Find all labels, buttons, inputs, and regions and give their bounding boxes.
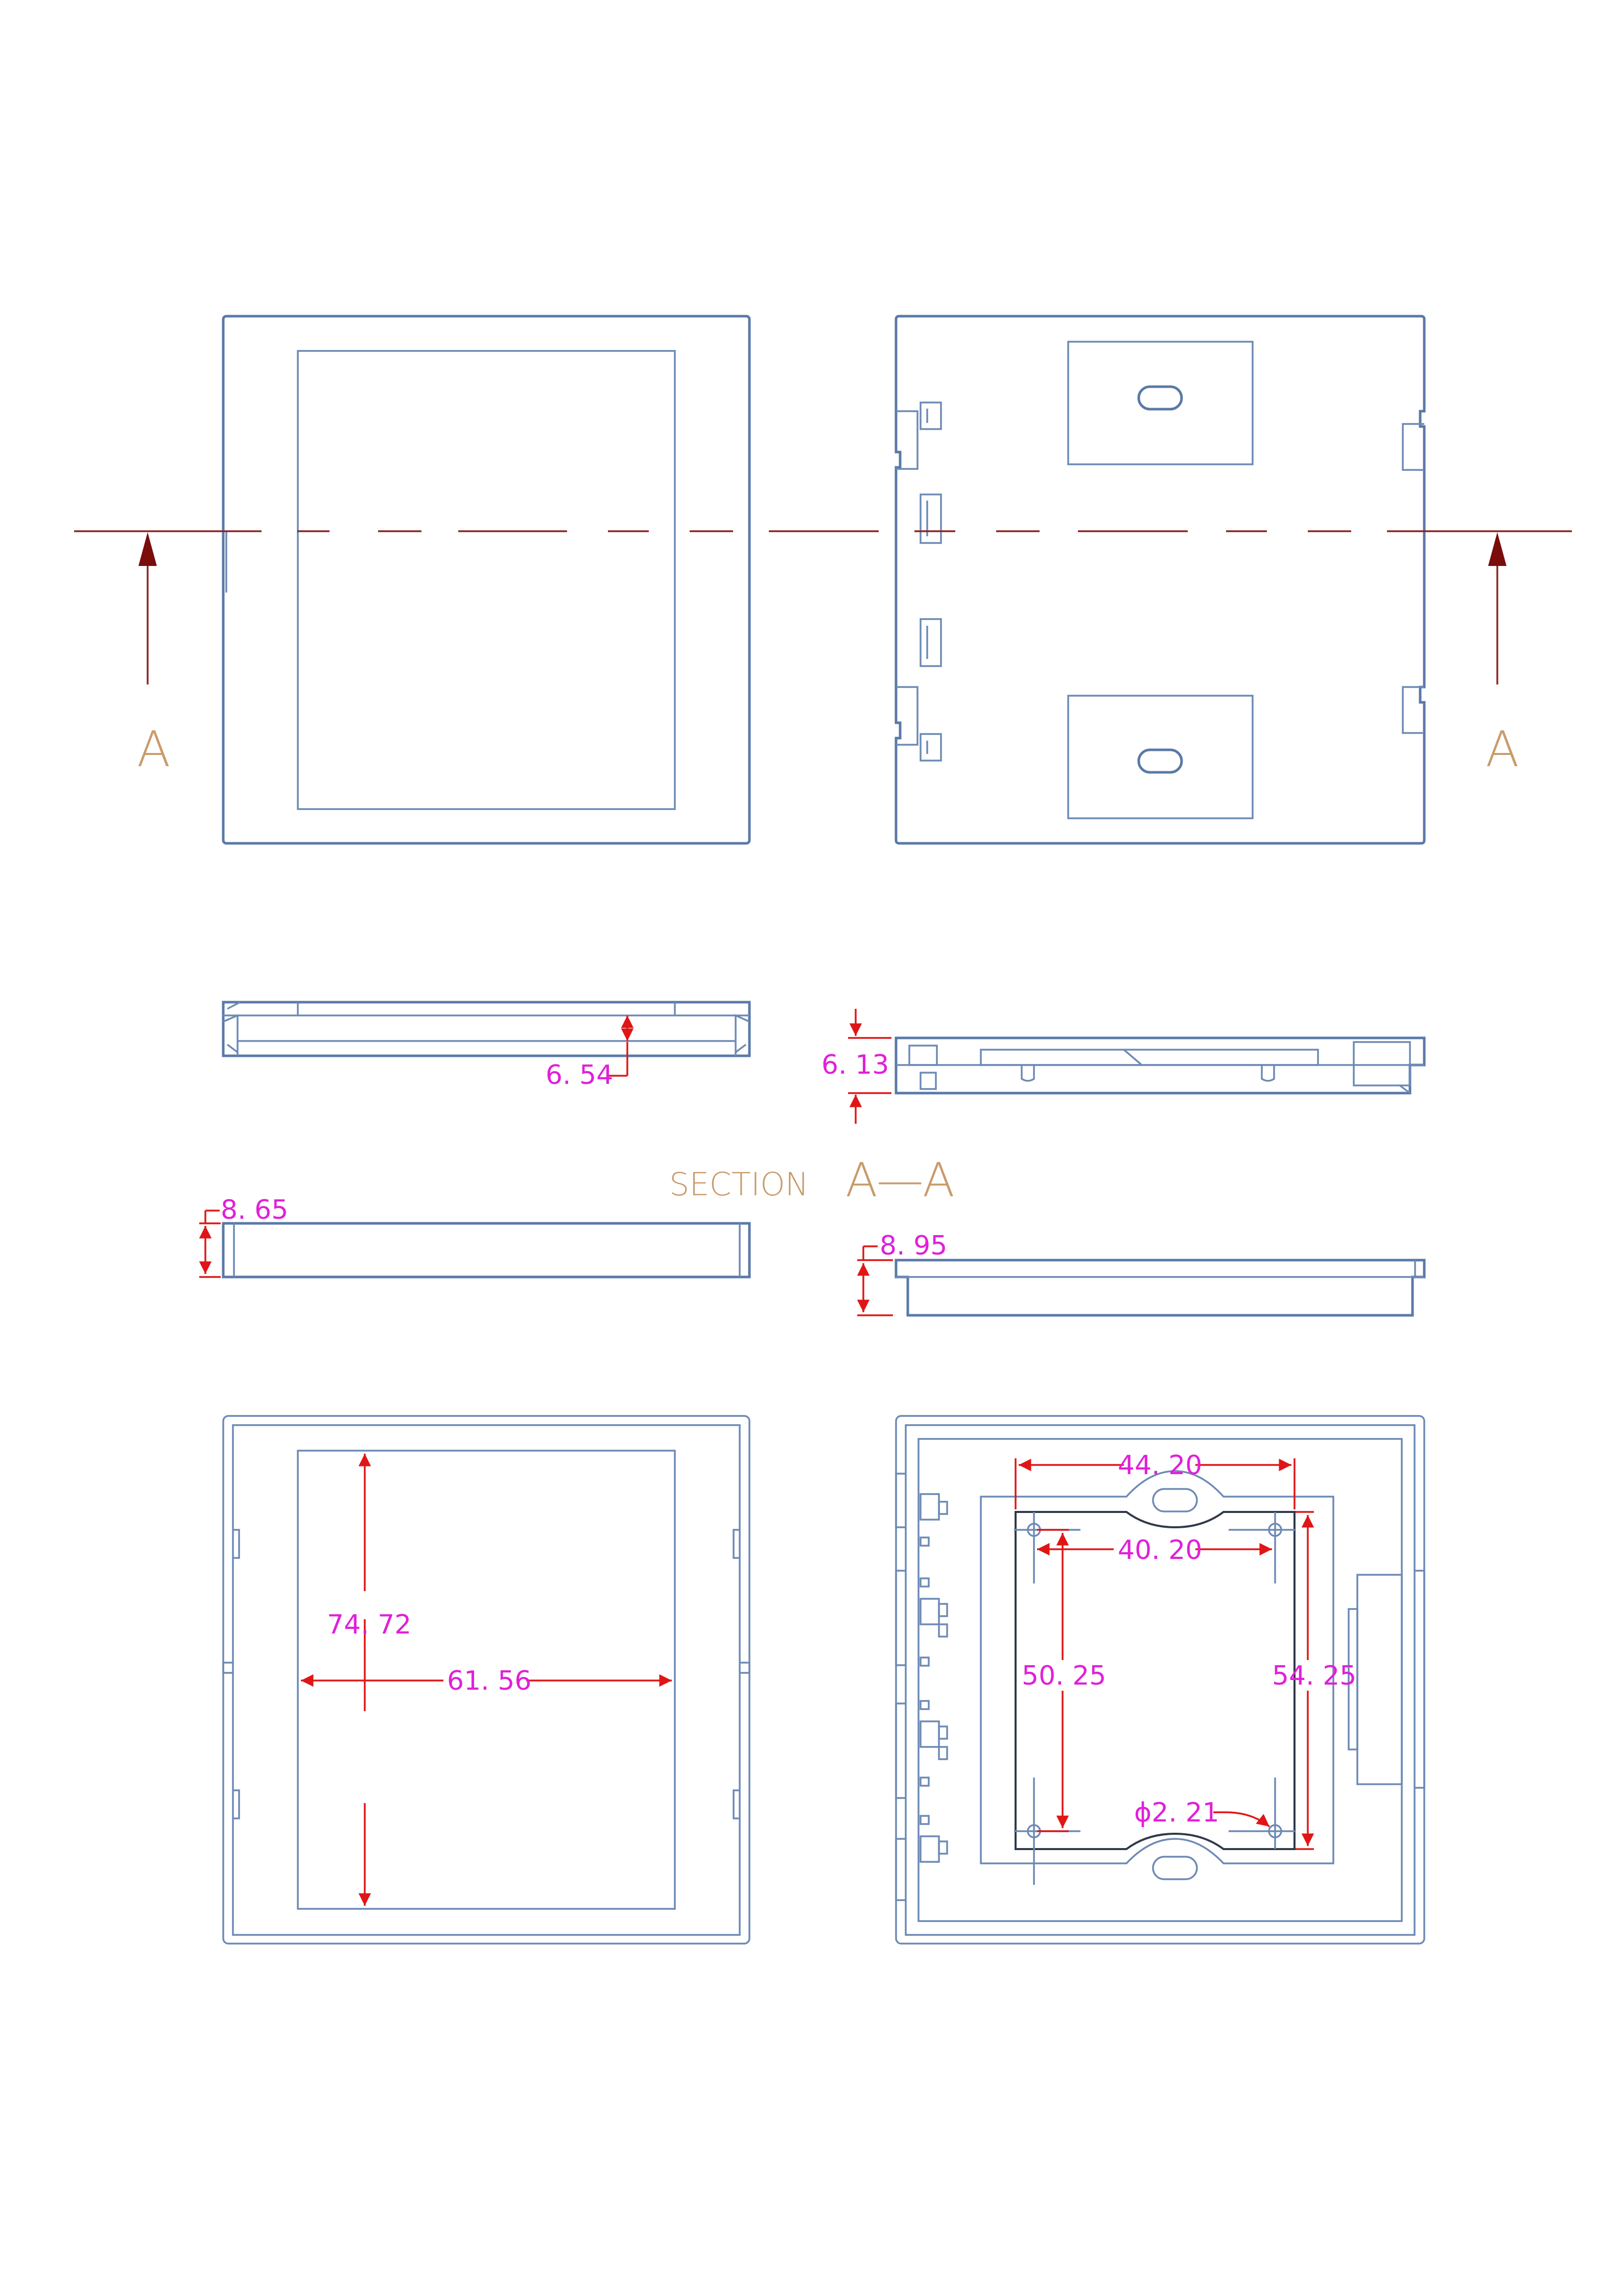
dimension-label-74-72: 74. 72 [327,1610,411,1640]
dimension-label-61-56: 61. 56 [447,1666,531,1696]
section-marker-left: A [137,721,171,778]
inner-view-right [895,1415,1425,1945]
dimension-50-25 [1037,1529,1069,1832]
section-title-suffix: A—A [845,1153,955,1208]
dimension-6-54 [609,1015,634,1077]
dimension-44-20 [1015,1458,1296,1509]
dimension-8-65 [199,1210,221,1278]
section-arrow-right [1488,532,1507,566]
dimension-label-44-20: 44. 20 [1118,1450,1202,1481]
side-view-right [895,1259,1426,1317]
inner-view-left [222,1415,750,1945]
dimension-hole-diameter [1213,1811,1270,1828]
section-marker-right: A [1486,721,1519,778]
dimension-label-6-13: 6. 13 [821,1050,889,1080]
dimension-label-8-65: 8. 65 [221,1195,288,1225]
dimension-label-40-20: 40. 20 [1118,1535,1202,1566]
dimension-8-95 [857,1245,893,1316]
dimension-54-25 [1296,1511,1314,1850]
dimension-label-6-54: 6. 54 [546,1060,613,1091]
section-arrow-left [138,532,157,566]
section-title-prefix: SECTION [669,1166,809,1203]
side-view-left [222,1222,751,1279]
dimension-label-8-95: 8. 95 [880,1231,947,1261]
front-view-left [222,315,751,845]
section-line-a-a [74,530,1572,684]
section-view-left [222,1001,751,1057]
dimension-label-50-25: 50. 25 [1022,1661,1106,1691]
section-view-right [895,1036,1426,1095]
back-view-right [895,315,1426,845]
dimension-6-13 [848,1009,891,1124]
dimension-label-hole-diameter: ϕ2. 21 [1134,1797,1219,1828]
dimension-label-54-25: 54. 25 [1272,1661,1356,1691]
